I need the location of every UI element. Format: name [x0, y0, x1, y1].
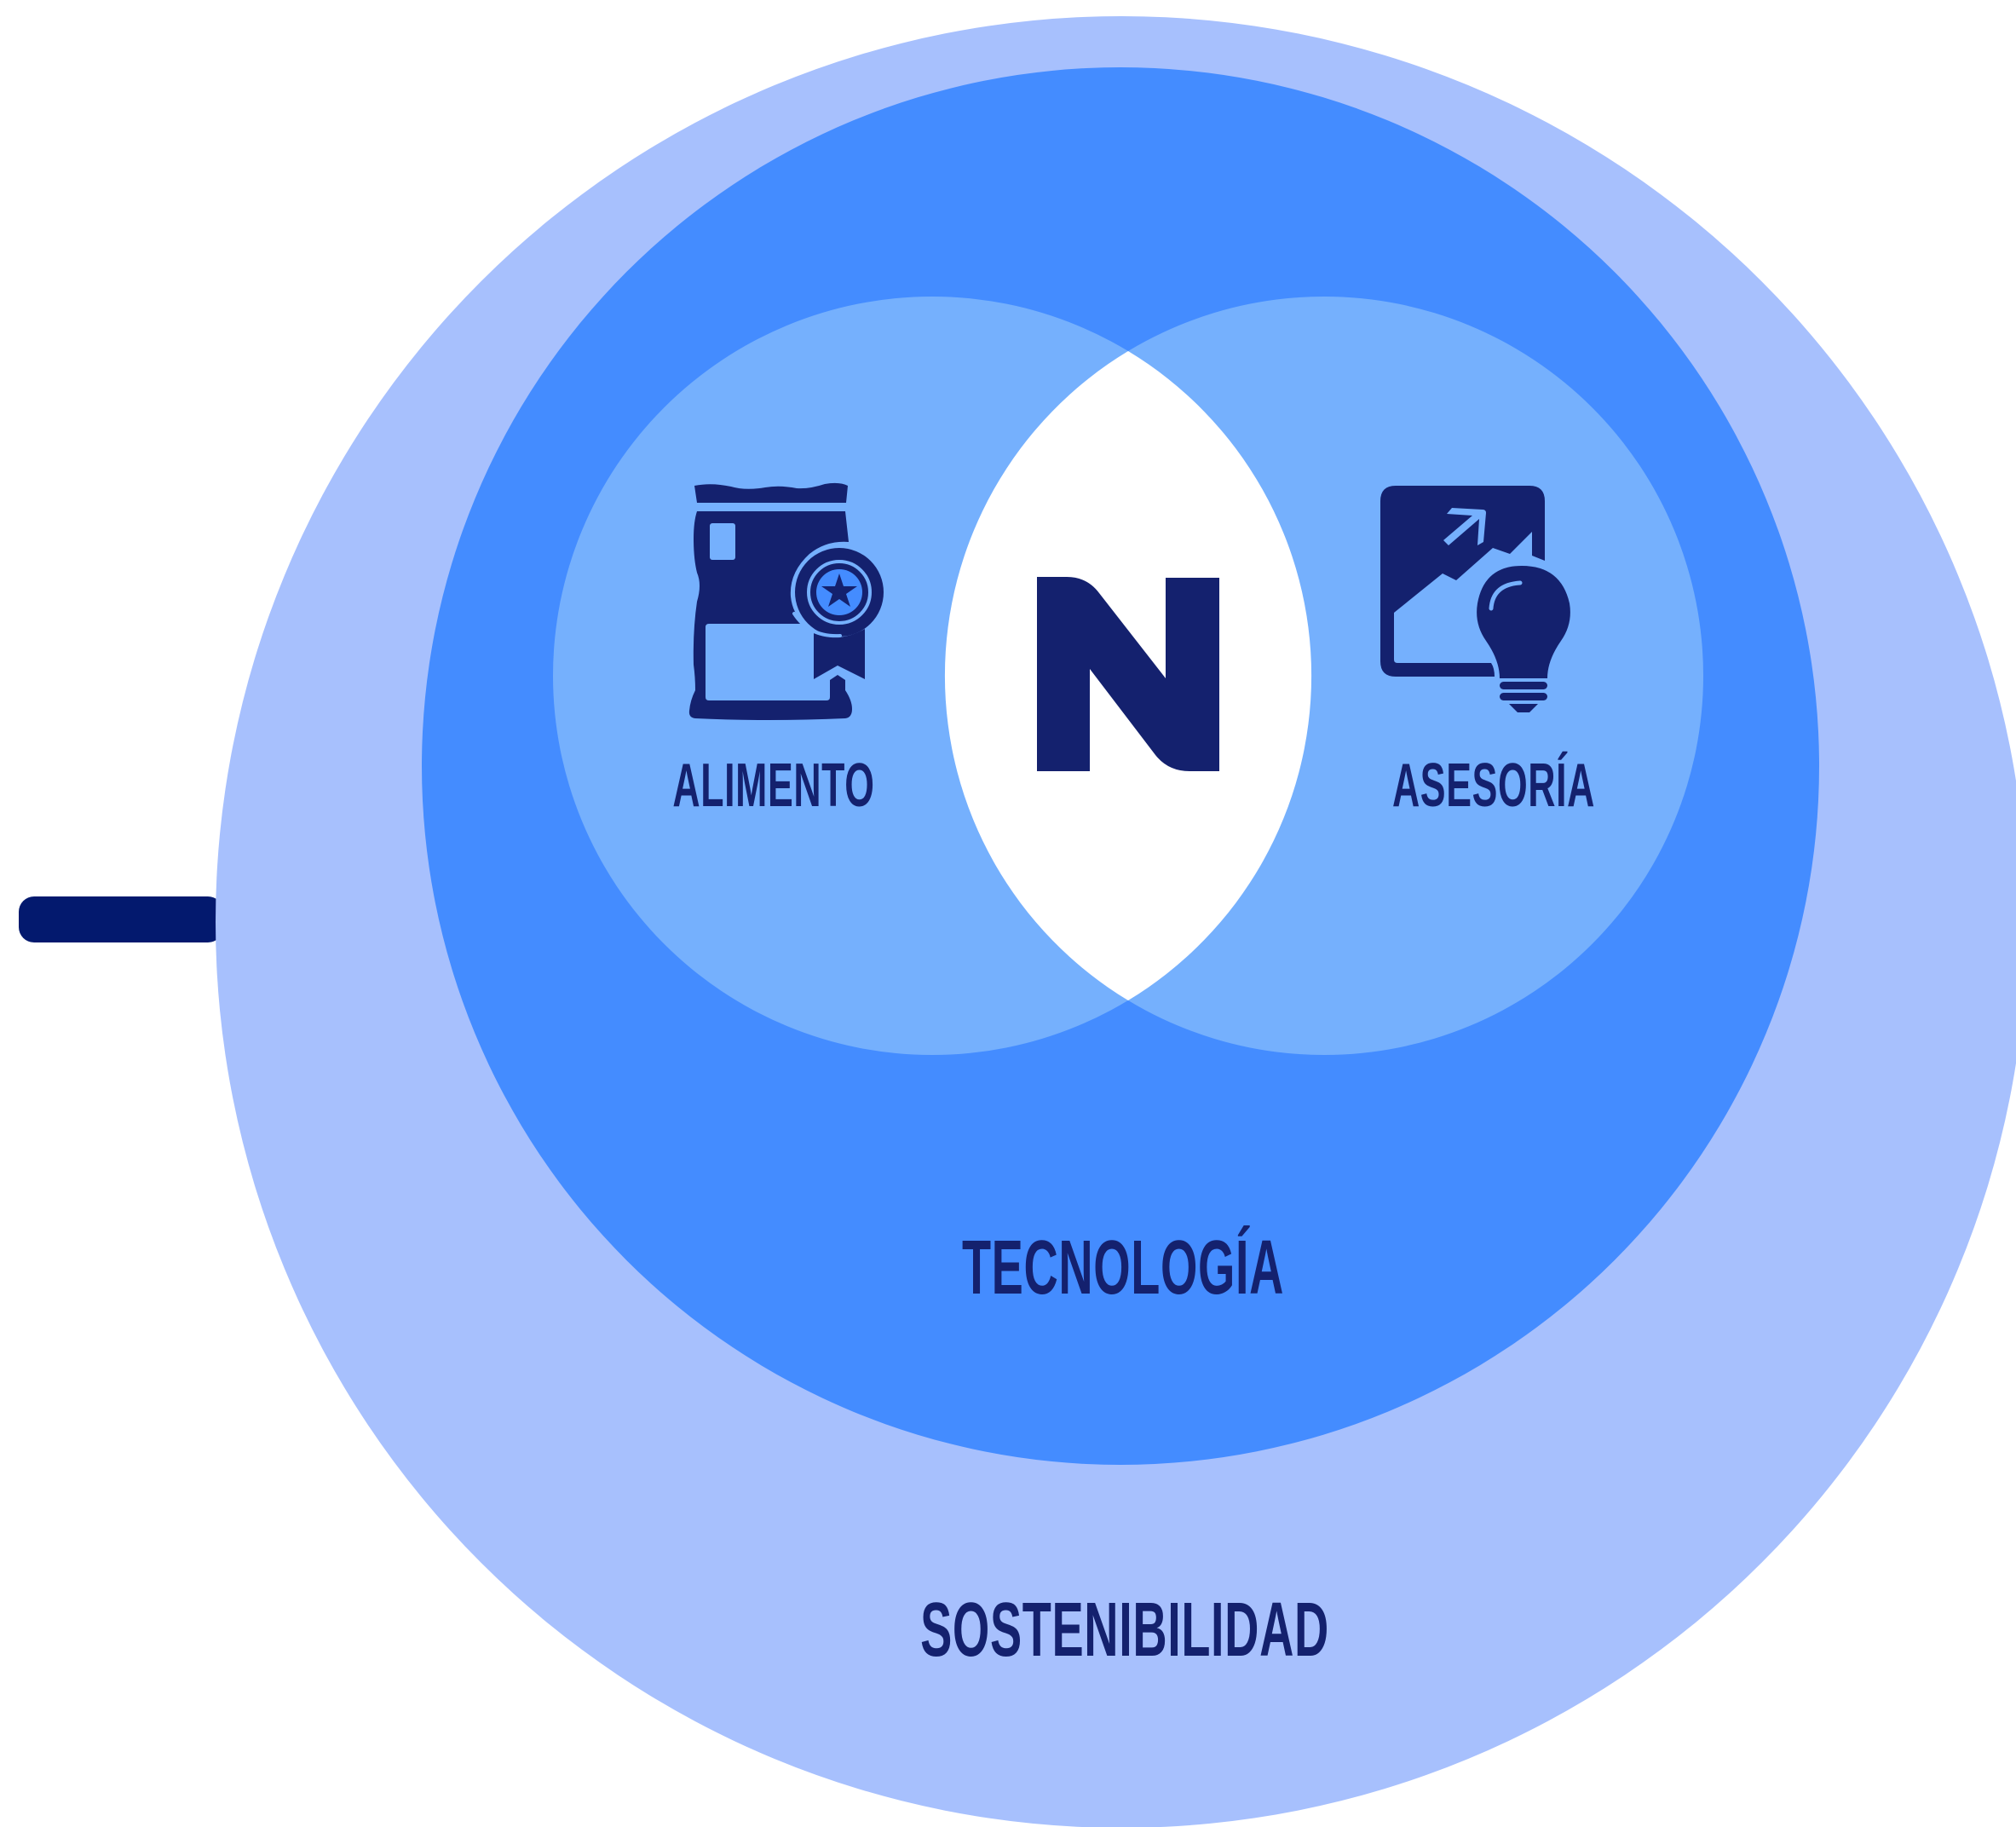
- food-bag-award-icon: [688, 482, 884, 720]
- label-sostenibilidad: SOSTENIBILIDAD: [920, 1586, 1329, 1672]
- label-asesoria: ASESORÍA: [1392, 751, 1595, 820]
- growth-chart-lightbulb-icon: [1380, 486, 1570, 712]
- connector-bar: [19, 896, 223, 942]
- label-alimento: ALIMENTO: [672, 751, 874, 820]
- label-tecnologia: TECNOLOGÍA: [962, 1224, 1284, 1310]
- letter-n-logo-icon: [1037, 577, 1219, 771]
